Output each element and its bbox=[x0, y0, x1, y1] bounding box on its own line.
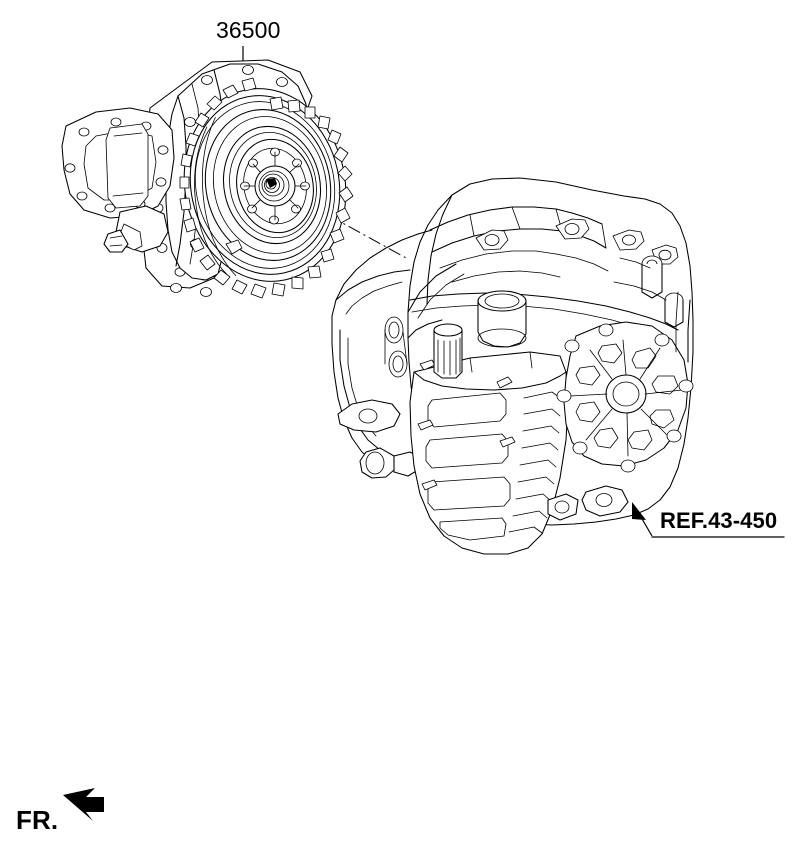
part-number-label: 36500 bbox=[216, 17, 281, 43]
oil-pan-bolts bbox=[417, 359, 516, 491]
filler-neck bbox=[477, 290, 527, 348]
rotor-hub bbox=[254, 165, 296, 207]
transmission-case-assembly bbox=[331, 177, 694, 555]
hsg-side-cover bbox=[61, 107, 175, 219]
stator-slots bbox=[179, 77, 354, 299]
hsg-locating-pin bbox=[225, 239, 243, 255]
differential-cover bbox=[556, 321, 694, 473]
hsg-connector bbox=[103, 205, 169, 253]
rotor-webs bbox=[243, 151, 307, 221]
reference-label: REF.43-450 bbox=[660, 508, 778, 533]
case-lower-right-foot bbox=[581, 485, 629, 517]
reference-callout bbox=[632, 502, 785, 538]
case-top-boss-2 bbox=[555, 218, 590, 240]
rotor-stator-assembly bbox=[179, 77, 354, 299]
valve-body-connector bbox=[433, 323, 463, 379]
hsg-assembly bbox=[61, 59, 354, 299]
front-direction-label: FR. bbox=[16, 805, 59, 835]
case-right-ports bbox=[641, 255, 684, 328]
front-direction-arrow bbox=[63, 788, 104, 821]
oil-pan bbox=[409, 351, 569, 555]
case-left-bosses bbox=[384, 316, 408, 378]
case-top-boss-3 bbox=[612, 229, 645, 251]
case-top-boss-1 bbox=[475, 229, 509, 251]
case-lower-boss bbox=[547, 493, 579, 521]
case-left-snout bbox=[359, 447, 419, 479]
case-left-bracket bbox=[337, 399, 401, 433]
